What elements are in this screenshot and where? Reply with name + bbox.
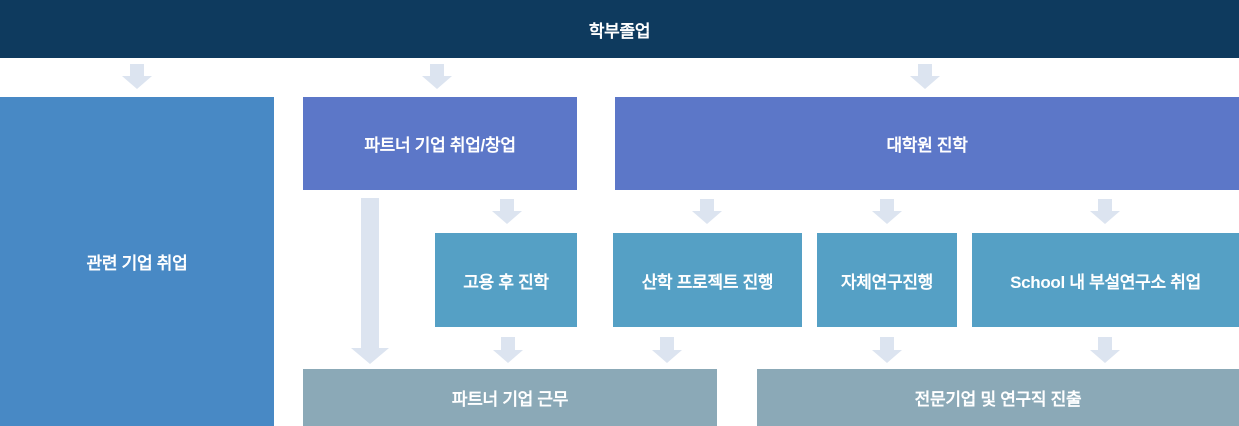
arrow-down-icon — [1090, 199, 1120, 224]
arrow-down-icon — [872, 199, 902, 224]
node-graduate-school-admission: 대학원 진학 — [615, 97, 1239, 190]
arrow-down-icon — [122, 64, 152, 89]
node-partner-company-employment-startup: 파트너 기업 취업/창업 — [303, 97, 577, 190]
arrow-down-icon — [910, 64, 940, 89]
arrow-down-icon — [422, 64, 452, 89]
node-industry-academia-project: 산학 프로젝트 진행 — [613, 233, 802, 327]
arrow-down-icon — [692, 199, 722, 224]
arrow-down-long-icon — [351, 198, 389, 364]
node-study-after-employment: 고용 후 진학 — [435, 233, 577, 327]
node-related-company-employment: 관련 기업 취업 — [0, 97, 274, 426]
node-independent-research: 자체연구진행 — [817, 233, 957, 327]
node-professional-research-career: 전문기업 및 연구직 진출 — [757, 369, 1239, 426]
node-partner-company-work: 파트너 기업 근무 — [303, 369, 717, 426]
node-undergraduate-graduation: 학부졸업 — [0, 0, 1239, 58]
arrow-down-icon — [872, 337, 902, 363]
node-school-research-institute-employment: School 내 부설연구소 취업 — [972, 233, 1239, 327]
arrow-down-icon — [492, 199, 522, 224]
arrow-down-icon — [1090, 337, 1120, 363]
arrow-down-icon — [652, 337, 682, 363]
arrow-down-icon — [493, 337, 523, 363]
